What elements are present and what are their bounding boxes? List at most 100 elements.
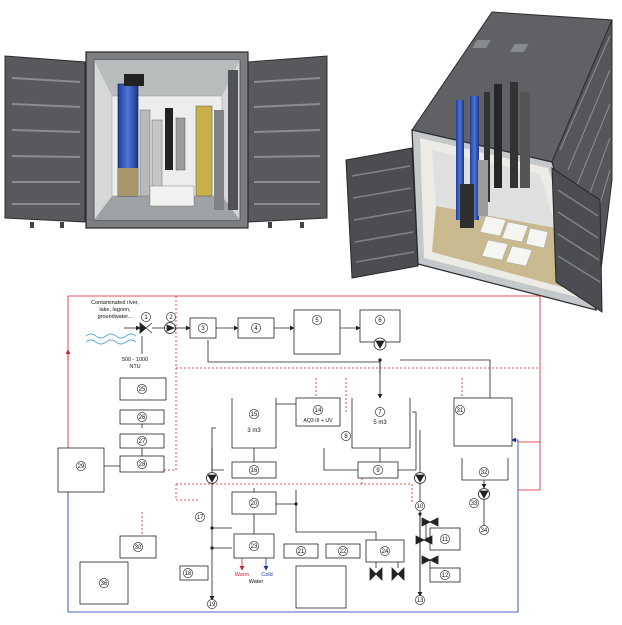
badge-number-31: 31 (457, 408, 464, 414)
blue-flow-lines (67, 421, 519, 613)
badge-circle-17 (195, 512, 205, 522)
badge-number-15: 15 (251, 412, 258, 418)
valve-12-icon (421, 555, 431, 565)
process-flow-diagram: 1234567891011121314151617181920212223242… (57, 295, 541, 613)
badge-circle-15 (249, 409, 259, 419)
badge-number-7: 7 (378, 410, 382, 416)
badge-circle-16 (249, 465, 259, 475)
badge-number-29: 29 (78, 464, 85, 470)
badge-circle-7 (375, 407, 385, 417)
badge-circle-18 (183, 568, 193, 578)
badge-number-30: 30 (135, 545, 142, 551)
badge-circle-21 (296, 546, 306, 556)
source-label-line-1: Contaminated river, (91, 300, 139, 306)
badge-number-22: 22 (340, 549, 347, 555)
badge-circle-20 (249, 498, 259, 508)
turbidity-label-line-1: 500 - 1000 (122, 357, 148, 363)
box-23 (233, 533, 275, 559)
badge-circle-22 (338, 546, 348, 556)
badge-number-8: 8 (344, 434, 348, 440)
badge-circle-10 (415, 501, 425, 511)
badge-circle-25 (137, 384, 147, 394)
outlet-cold: Cold (261, 572, 272, 578)
badge-number-28: 28 (139, 462, 146, 468)
badge-circle-8 (341, 431, 351, 441)
badge-number-25: 25 (139, 387, 146, 393)
badge-circle-29 (76, 461, 86, 471)
badge-circle-1 (141, 312, 151, 322)
badge-circle-13 (415, 595, 425, 605)
badge-circle-32 (479, 467, 489, 477)
badge-number-11: 11 (442, 537, 449, 543)
badge-number-36: 36 (101, 581, 108, 587)
badge-circle-34 (479, 525, 489, 535)
outlet-warm: Warm (235, 572, 250, 578)
badge-number-23: 23 (251, 544, 258, 550)
badge-number-3: 3 (201, 326, 205, 332)
badge-circle-12 (440, 570, 450, 580)
badge-number-18: 18 (185, 571, 192, 577)
badge-circle-30 (133, 542, 143, 552)
tank-15-volume: 3 m3 (247, 428, 261, 434)
badge-circle-31 (455, 405, 465, 415)
badge-circle-27 (137, 436, 147, 446)
valve-11b-icon (415, 535, 425, 545)
box-19 (295, 565, 347, 609)
badge-number-16: 16 (251, 468, 258, 474)
badge-number-26: 26 (139, 415, 146, 421)
badge-circle-26 (137, 412, 147, 422)
valve-24a-icon (369, 567, 377, 581)
badge-number-20: 20 (251, 501, 258, 507)
valve-24b-icon (391, 567, 399, 581)
water-wave (85, 333, 137, 345)
badge-number-13: 13 (417, 598, 424, 604)
badge-number-5: 5 (315, 318, 319, 324)
badge-circle-3 (198, 323, 208, 333)
pumps-and-valves (139, 322, 490, 581)
badge-circle-11 (440, 534, 450, 544)
box-6 (359, 309, 401, 343)
badge-number-21: 21 (298, 549, 305, 555)
valve-11a-icon (421, 517, 431, 527)
badge-circle-14 (313, 405, 323, 415)
badge-number-24: 24 (382, 549, 389, 555)
outlet-water: Water (249, 579, 264, 585)
badge-number-14: 14 (315, 408, 322, 414)
badge-circle-33 (469, 498, 479, 508)
junction-dots (210, 358, 422, 550)
tank-14-label: AQ3 III + UV (303, 418, 333, 424)
badge-circle-24 (380, 546, 390, 556)
container-perspective-view (345, 11, 613, 313)
badge-number-32: 32 (481, 470, 488, 476)
source-label-line-3: groundwater... (98, 314, 133, 320)
source-label-line-2: lake, lagoon, (99, 307, 131, 313)
badge-number-6: 6 (378, 318, 382, 324)
box-31 (453, 397, 513, 447)
badge-number-9: 9 (376, 468, 380, 474)
badge-circle-28 (137, 459, 147, 469)
badge-circle-9 (373, 465, 383, 475)
badge-number-17: 17 (197, 515, 204, 521)
tank-7-volume: 5 m3 (373, 420, 387, 426)
badge-number-27: 27 (139, 439, 146, 445)
badge-number-34: 34 (481, 528, 488, 534)
tank-15 (231, 398, 277, 449)
badge-number-10: 10 (417, 504, 424, 510)
badge-number-19: 19 (209, 602, 216, 608)
container-front-view (4, 51, 328, 229)
badge-circle-23 (249, 541, 259, 551)
tank-7 (351, 398, 411, 449)
badge-number-2: 2 (169, 315, 173, 321)
badge-number-33: 33 (471, 501, 478, 507)
badge-circle-6 (375, 315, 385, 325)
turbidity-label-line-2: NTU (129, 364, 140, 370)
badge-number-12: 12 (442, 573, 449, 579)
badge-circle-36 (99, 578, 109, 588)
badge-number-1: 1 (144, 315, 148, 321)
valve-1-fill-icon (139, 322, 147, 334)
badge-circle-5 (312, 315, 322, 325)
badge-circle-4 (251, 323, 261, 333)
badge-number-4: 4 (254, 326, 258, 332)
